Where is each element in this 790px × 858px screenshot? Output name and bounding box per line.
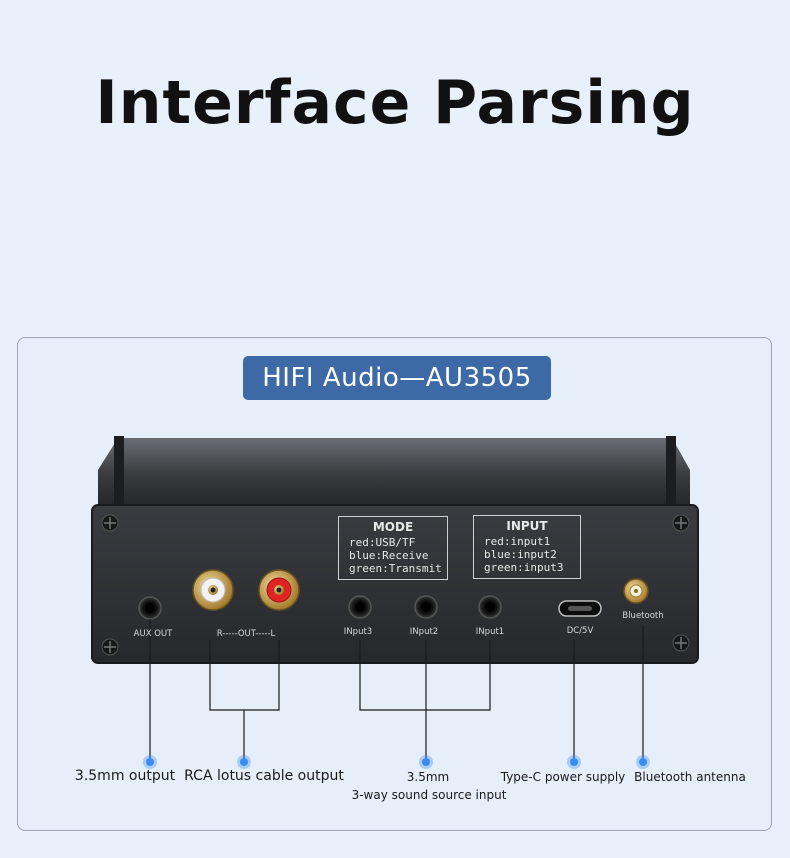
device-back-panel xyxy=(91,504,699,664)
input-line: blue:input2 xyxy=(484,548,557,561)
input-line: green:input3 xyxy=(484,561,564,574)
screw-icon xyxy=(672,634,690,652)
input2-jack-icon xyxy=(414,595,438,619)
input1-label: INput1 xyxy=(475,627,505,637)
input-line: red:input1 xyxy=(484,535,551,548)
aux-output-callout: 3.5mm output xyxy=(74,768,176,784)
aux-out-label: AUX OUT xyxy=(133,629,173,639)
input1-jack-icon xyxy=(478,595,502,619)
mode-line: red:USB/TF xyxy=(349,536,416,549)
rca-left-red-icon xyxy=(258,569,300,611)
mode-title: MODE xyxy=(372,520,414,534)
typec-callout: Type-C power supply xyxy=(500,770,626,784)
bluetooth-label: Bluetooth xyxy=(622,611,664,621)
input-callout-line1: 3.5mm xyxy=(406,770,450,784)
callout-lines xyxy=(149,619,644,760)
input3-label: INput3 xyxy=(343,627,373,637)
device-top-shell xyxy=(98,438,690,510)
product-badge: HIFI Audio—AU3505 xyxy=(243,356,551,400)
mode-line: green:Transmit xyxy=(349,562,442,575)
input-callout-line2: 3-way sound source input xyxy=(351,788,507,802)
rca-output-callout: RCA lotus cable output xyxy=(184,768,344,784)
callout-dots xyxy=(143,755,650,769)
usb-c-port-icon xyxy=(558,600,602,617)
screw-icon xyxy=(672,514,690,532)
bluetooth-antenna-connector-icon xyxy=(623,578,649,604)
mode-info-box: MODE red:USB/TF blue:Receive green:Trans… xyxy=(338,516,448,580)
page-headline: Interface Parsing xyxy=(95,68,695,138)
aux-out-jack-icon xyxy=(138,596,162,620)
input-info-box: INPUT red:input1 blue:input2 green:input… xyxy=(473,515,581,579)
input3-jack-icon xyxy=(348,595,372,619)
dc-label: DC/5V xyxy=(566,626,594,636)
input-title: INPUT xyxy=(506,519,548,533)
rca-out-label: R-----OUT-----L xyxy=(216,629,276,639)
rca-right-white-icon xyxy=(192,569,234,611)
bluetooth-antenna-callout: Bluetooth antenna xyxy=(634,770,746,784)
input2-label: INput2 xyxy=(409,627,439,637)
mode-line: blue:Receive xyxy=(349,549,429,562)
screw-icon xyxy=(101,514,119,532)
screw-icon xyxy=(101,638,119,656)
